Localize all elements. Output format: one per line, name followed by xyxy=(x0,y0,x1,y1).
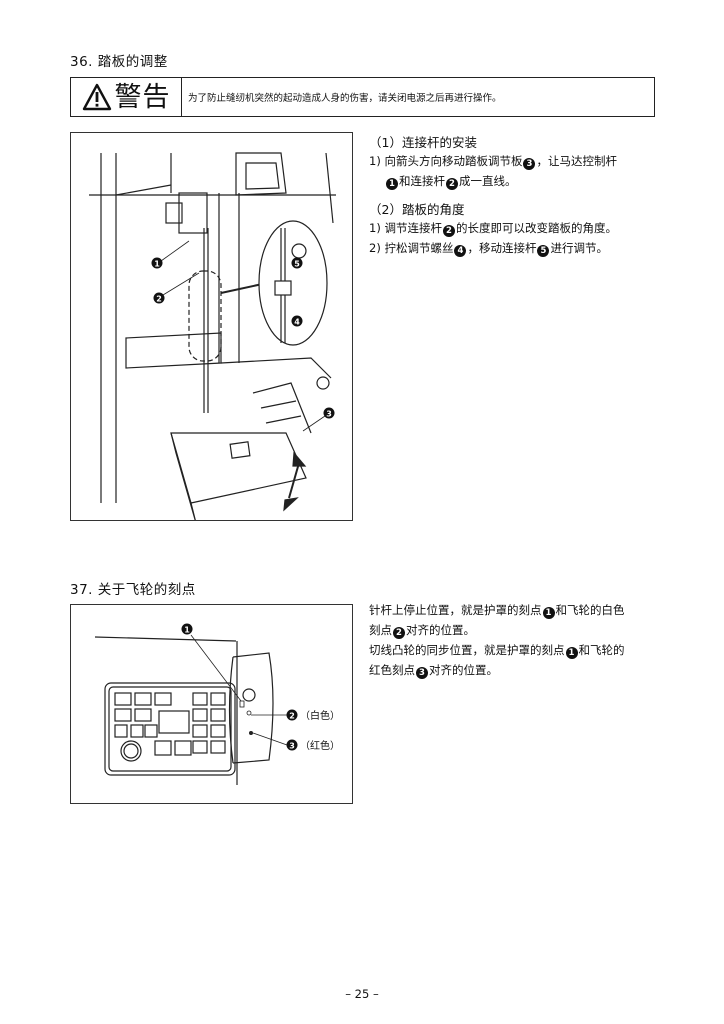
fig37-callout-2: 2 xyxy=(289,712,295,721)
marker-3: 3 xyxy=(416,667,428,679)
text-run: 和飞轮的白色 xyxy=(555,603,625,617)
text-run: 成一直线。 xyxy=(459,174,517,188)
text-run: 的长度即可以改变踏板的角度。 xyxy=(455,221,617,235)
handwheel-illustration: 1 2 （白色） 3 （红色） xyxy=(94,623,340,785)
pedal-adjustment-figure: 1 2 3 4 5 xyxy=(70,132,353,524)
marker-2: 2 xyxy=(393,627,405,639)
marker-1: 1 xyxy=(565,647,578,659)
marker-2: 2 xyxy=(446,178,458,190)
pedal-illustration: 1 2 3 4 5 xyxy=(89,152,336,524)
handwheel-marks-figure: 1 2 （白色） 3 （红色） xyxy=(70,604,353,804)
marker-1: 1 xyxy=(542,607,555,619)
text-run: 对齐的位置。 xyxy=(429,663,498,677)
text-run: 刻点 xyxy=(369,623,392,637)
text-run: 针杆上停止位置，就是护罩的刻点 xyxy=(369,603,542,617)
text-run: 2) 拧松调节螺丝 xyxy=(369,241,454,255)
sub2-title: （2）踏板的角度 xyxy=(369,202,465,217)
text-run: 1) 向箭头方向移动踏板调节板 xyxy=(369,154,523,168)
warning-triangle-icon xyxy=(82,83,111,111)
warning-word: 警告 xyxy=(114,81,171,113)
section-36-heading: 36. 踏板的调整 xyxy=(70,54,168,70)
text-run: 和飞轮的 xyxy=(578,643,625,657)
fig36-callout-3: 3 xyxy=(326,410,332,419)
warning-box: 警告 为了防止缝纫机突然的起动造成人身的伤害，请关闭电源之后再进行操作。 xyxy=(70,77,655,117)
text-run: 对齐的位置。 xyxy=(406,623,475,637)
marker-2: 2 xyxy=(442,225,455,237)
callout-markers: 1 2 3 4 5 xyxy=(151,240,335,432)
sub1-title: （1）连接杆的安装 xyxy=(369,135,477,150)
text-run: 和连接杆 xyxy=(399,174,445,188)
text-run: 切线凸轮的同步位置，就是护罩的刻点 xyxy=(369,643,565,657)
fig37-callout-1: 1 xyxy=(184,626,190,635)
marker-4: 4 xyxy=(454,245,467,257)
fig36-callout-2: 2 xyxy=(156,295,162,304)
text-run: 进行调节。 xyxy=(550,241,608,255)
callout-markers: 1 2 （白色） 3 （红色） xyxy=(181,623,340,752)
marker-5: 5 xyxy=(537,245,550,257)
fig36-callout-4: 4 xyxy=(294,318,300,327)
fig37-callout-3-label: （红色） xyxy=(300,739,340,752)
marker-1: 1 xyxy=(386,178,398,190)
fig37-callout-2-label: （白色） xyxy=(300,709,340,722)
fig36-callout-1: 1 xyxy=(154,260,160,269)
warning-label: 警告 xyxy=(71,78,182,116)
text-run: 1) 调节连接杆 xyxy=(369,221,442,235)
section-37-heading: 37. 关于飞轮的刻点 xyxy=(70,582,196,598)
fig37-callout-3: 3 xyxy=(289,742,295,751)
warning-text: 为了防止缝纫机突然的起动造成人身的伤害，请关闭电源之后再进行操作。 xyxy=(188,93,502,104)
fig36-callout-5: 5 xyxy=(294,260,300,269)
text-run: ，移动连接杆 xyxy=(467,241,537,255)
page-number: – 25 – xyxy=(345,987,379,1001)
marker-3: 3 xyxy=(523,158,536,170)
text-run: ，让马达控制杆 xyxy=(536,154,617,168)
text-run: 红色刻点 xyxy=(369,663,415,677)
